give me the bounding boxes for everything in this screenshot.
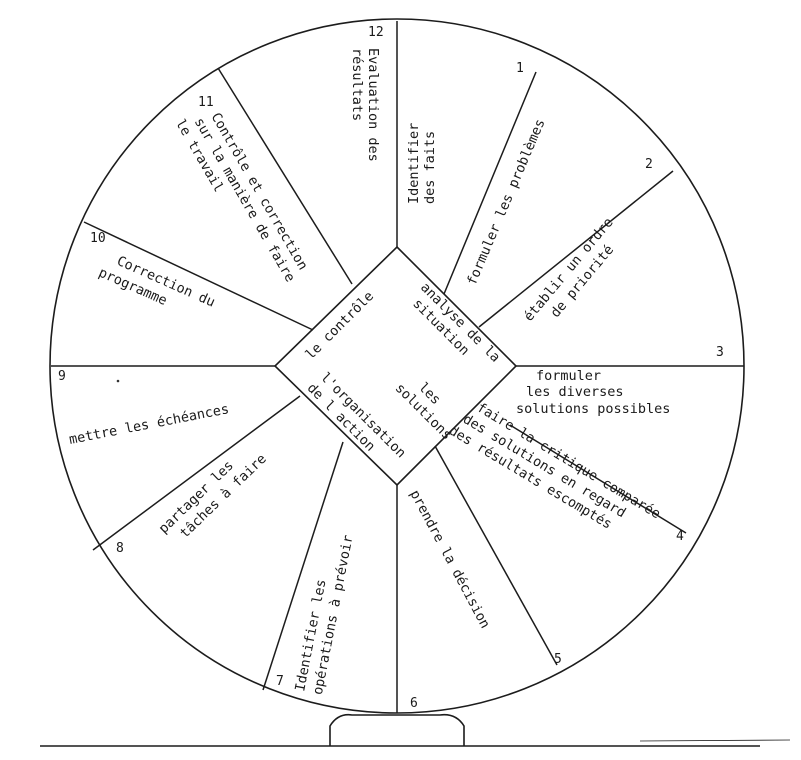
label-controle-et-correction: Contrôle et correction sur la manière de… [172, 110, 311, 285]
sector-number-6: 6 [410, 696, 418, 711]
sector-number-3: 3 [716, 345, 724, 360]
svg-text:solutions possibles: solutions possibles [516, 401, 670, 417]
svg-text:résultats: résultats [349, 48, 365, 121]
divider-11 [217, 67, 353, 285]
svg-text:prendre la décision: prendre la décision [406, 487, 493, 631]
ground-line-right [639, 739, 791, 742]
sector-labels: Evaluation des résultats Identifier des … [68, 48, 671, 696]
svg-text:des solutions en regard: des solutions en regard [460, 411, 628, 521]
divider-10 [83, 221, 314, 331]
divider-2 [478, 170, 674, 328]
svg-text:formuler: formuler [536, 368, 601, 384]
sector-number-8: 8 [116, 541, 124, 556]
label-etablir-un-ordre: établir un ordre de priorité [521, 215, 617, 325]
sector-number-7: 7 [276, 674, 284, 689]
center-le-controle: le contrôle [303, 288, 378, 363]
sector-number-1: 1 [516, 61, 524, 76]
label-identifier-des-faits: Identifier des faits [406, 123, 438, 204]
sector-number-11: 11 [198, 95, 214, 110]
label-identifier-les-operations: Identifier les opérations à prévoir [292, 534, 356, 697]
sector-number-2: 2 [645, 157, 653, 172]
sector-numbers: 1 2 3 4 5 6 7 8 9 10 11 12 [58, 25, 724, 711]
sector-number-9: 9 [58, 369, 66, 384]
label-evaluation-des-resultats: Evaluation des résultats [349, 48, 381, 162]
label-prendre-la-decision: prendre la décision [406, 487, 493, 631]
center-organisation-de-l-action: l'organisation de l action [304, 370, 409, 462]
svg-text:sur la manière de faire: sur la manière de faire [191, 115, 298, 285]
sector-number-4: 4 [676, 529, 684, 544]
svg-text:le contrôle: le contrôle [303, 288, 378, 363]
svg-text:des faits: des faits [422, 131, 438, 204]
sector-dividers [51, 21, 744, 713]
svg-text:mettre les échéances: mettre les échéances [68, 401, 231, 448]
divider-4 [509, 424, 687, 534]
svg-text:Evaluation des: Evaluation des [365, 48, 381, 162]
label-faire-la-critique: faire la critique comparée des solutions… [446, 400, 663, 533]
sector-number-10: 10 [90, 231, 106, 246]
svg-text:Identifier: Identifier [406, 123, 422, 204]
divider-7 [262, 441, 344, 691]
divider-5 [434, 445, 558, 666]
label-correction-du-programme: Correction du programme [96, 253, 217, 311]
base-stand [329, 713, 465, 746]
sector-number-12: 12 [368, 25, 384, 40]
label-mettre-les-echeances: mettre les échéances [68, 401, 231, 448]
divider-8 [92, 395, 301, 551]
svg-text:les diverses: les diverses [526, 384, 624, 400]
label-partager-les-taches: partager les tâches à faire [156, 451, 270, 542]
divider-1 [443, 71, 537, 295]
center-analyse-de-la-situation: analyse de la situation [409, 280, 503, 366]
label-formuler-les-diverses-solutions: formuler les diverses solutions possible… [516, 368, 670, 417]
stray-dot [116, 379, 120, 383]
sector-number-5: 5 [554, 652, 562, 667]
